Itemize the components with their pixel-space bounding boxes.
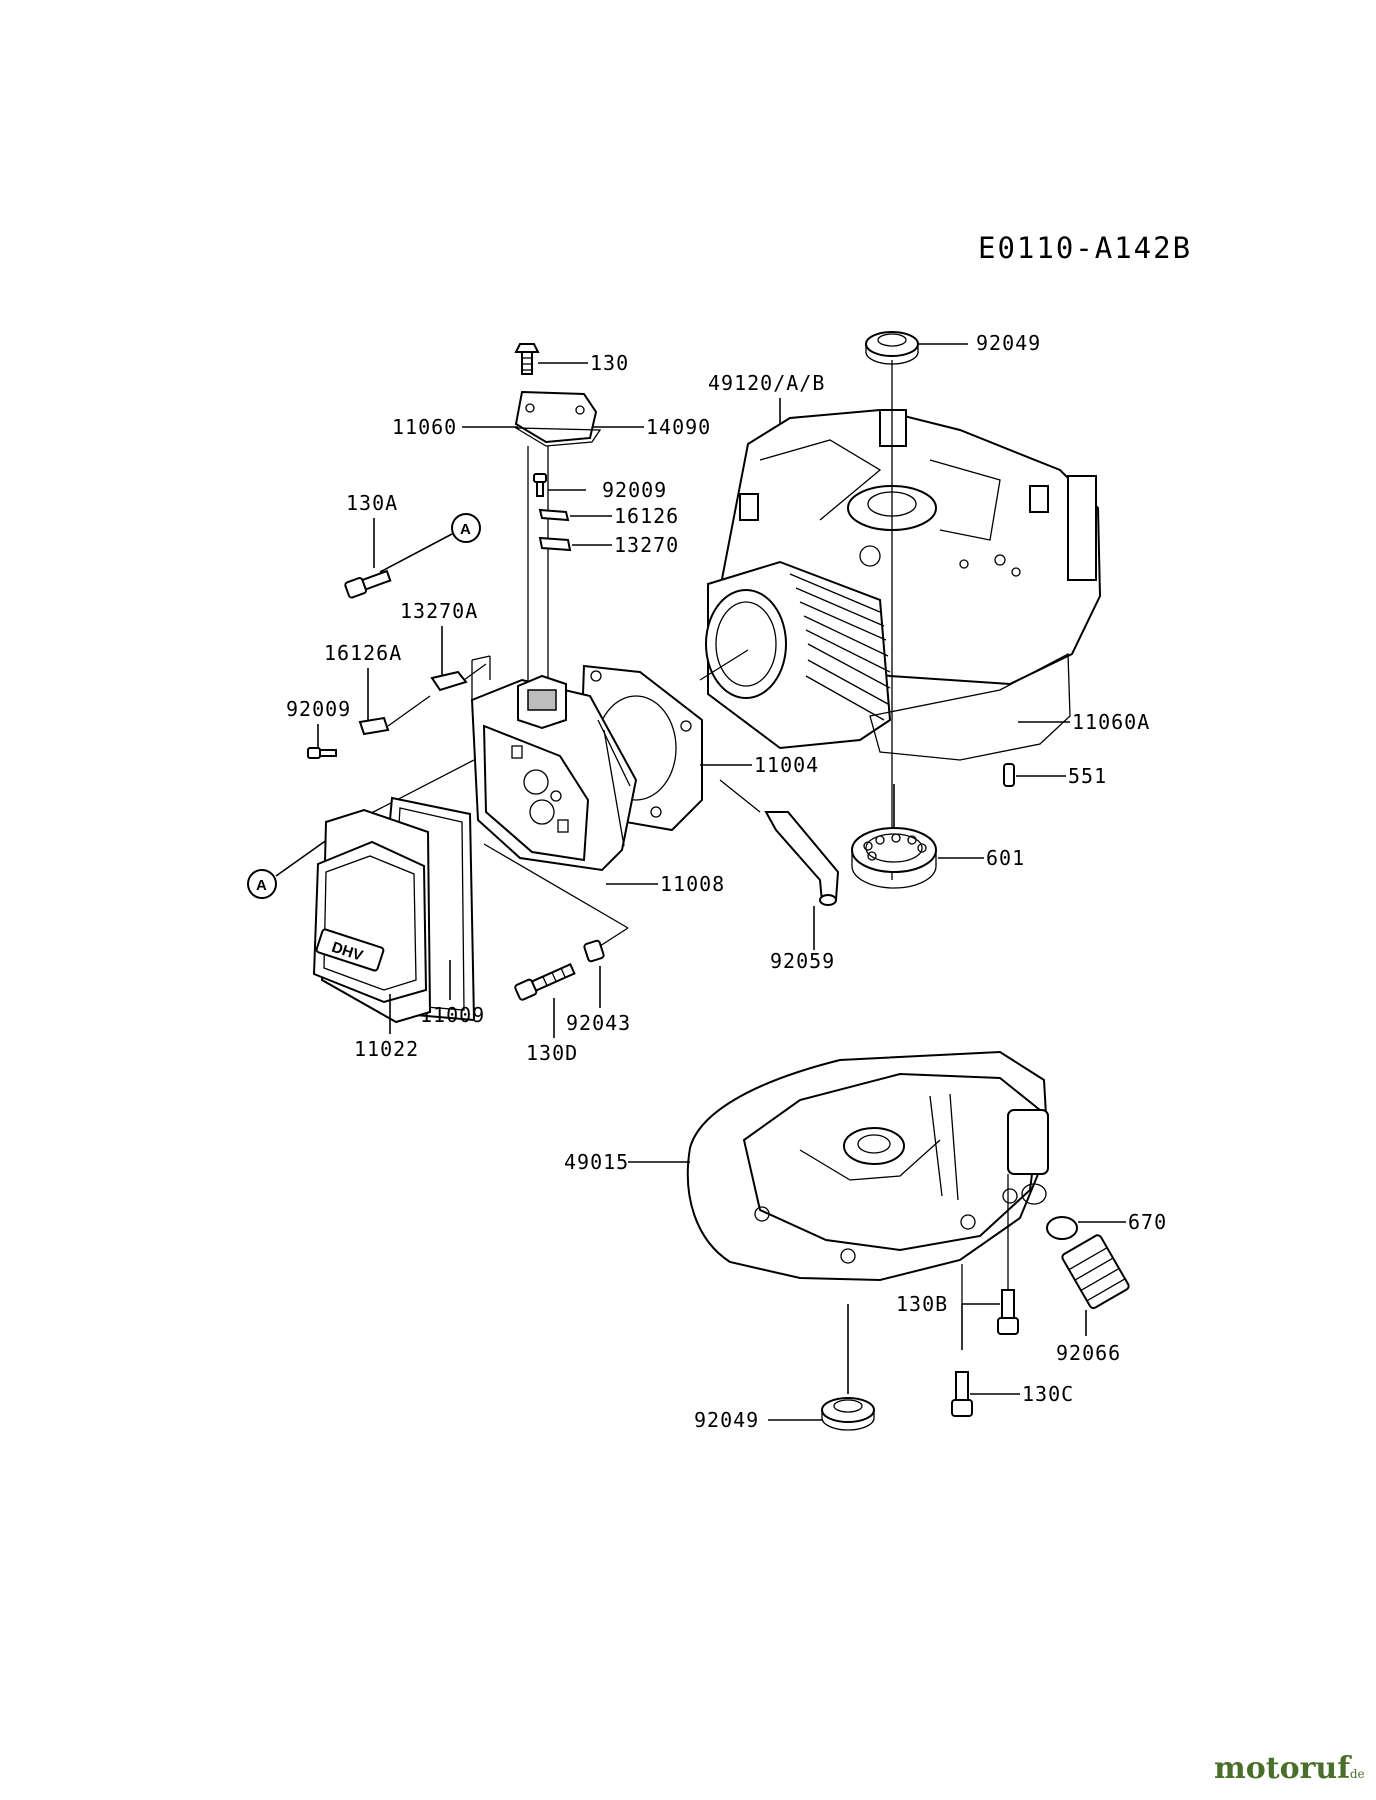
- oil-seal-92049-top: [865, 331, 919, 365]
- breather-plate-14090: [513, 390, 602, 447]
- label-11008: 11008: [660, 872, 725, 896]
- screw-92009-left: [307, 747, 337, 759]
- cylinder-head-11008: [470, 674, 638, 872]
- label-14090: 14090: [646, 415, 711, 439]
- plate-13270a: [430, 670, 468, 692]
- label-130B: 130B: [896, 1292, 948, 1316]
- bolt-130: [514, 343, 540, 375]
- watermark-tld: .de: [1346, 1767, 1365, 1781]
- label-92049-top: 92049: [976, 331, 1041, 355]
- oil-seal-92049-bottom: [821, 1397, 875, 1431]
- label-49015: 49015: [564, 1150, 629, 1174]
- drain-plug-92066: [1061, 1234, 1130, 1310]
- clip-16126a: [358, 716, 390, 736]
- crankcase-gasket-11060a: [869, 652, 1071, 761]
- bolt-130a: [344, 569, 392, 599]
- label-92049-bottom: 92049: [694, 1408, 759, 1432]
- label-130C: 130C: [1022, 1382, 1074, 1406]
- label-92059: 92059: [770, 949, 835, 973]
- label-13270: 13270: [614, 533, 679, 557]
- watermark-brand: motoruf: [1214, 1751, 1352, 1786]
- label-11004: 11004: [754, 753, 819, 777]
- label-601: 601: [986, 846, 1025, 870]
- bolt-130d: [514, 963, 576, 1001]
- dowel-92043: [583, 939, 605, 963]
- label-16126: 16126: [614, 504, 679, 528]
- breather-tube-92059: [764, 811, 840, 904]
- label-49120: 49120/A/B: [708, 371, 825, 395]
- callout-a-left-text: A: [256, 877, 267, 894]
- crankcase-cover-49015: [686, 1050, 1050, 1282]
- label-16126A: 16126A: [324, 641, 402, 665]
- plate-13270: [538, 536, 572, 552]
- callout-a-top: [451, 513, 481, 543]
- cylinder-block: [705, 560, 892, 750]
- label-11022: 11022: [354, 1037, 419, 1061]
- label-13270A: 13270A: [400, 599, 478, 623]
- diagram-code: E0110-A142B: [978, 231, 1192, 265]
- label-92009-left: 92009: [286, 697, 351, 721]
- label-130D: 130D: [526, 1041, 578, 1065]
- label-130A: 130A: [346, 491, 398, 515]
- valve-cover-11022: DHV: [312, 808, 432, 1024]
- bolt-130b: [997, 1289, 1019, 1335]
- screw-92009: [533, 473, 547, 497]
- label-11060A: 11060A: [1072, 710, 1150, 734]
- label-11060: 11060: [392, 415, 457, 439]
- callout-a-left: [247, 869, 277, 899]
- label-130: 130: [590, 351, 629, 375]
- label-670: 670: [1128, 1210, 1167, 1234]
- o-ring-670: [1046, 1216, 1078, 1240]
- clip-16126: [538, 508, 570, 522]
- label-92043: 92043: [566, 1011, 631, 1035]
- label-92066: 92066: [1056, 1341, 1121, 1365]
- label-92009-top: 92009: [602, 478, 667, 502]
- label-551: 551: [1068, 764, 1107, 788]
- bolt-130c: [951, 1371, 973, 1417]
- bearing-601: [851, 827, 937, 889]
- dowel-551: [1003, 763, 1015, 787]
- callout-a-top-text: A: [460, 521, 471, 538]
